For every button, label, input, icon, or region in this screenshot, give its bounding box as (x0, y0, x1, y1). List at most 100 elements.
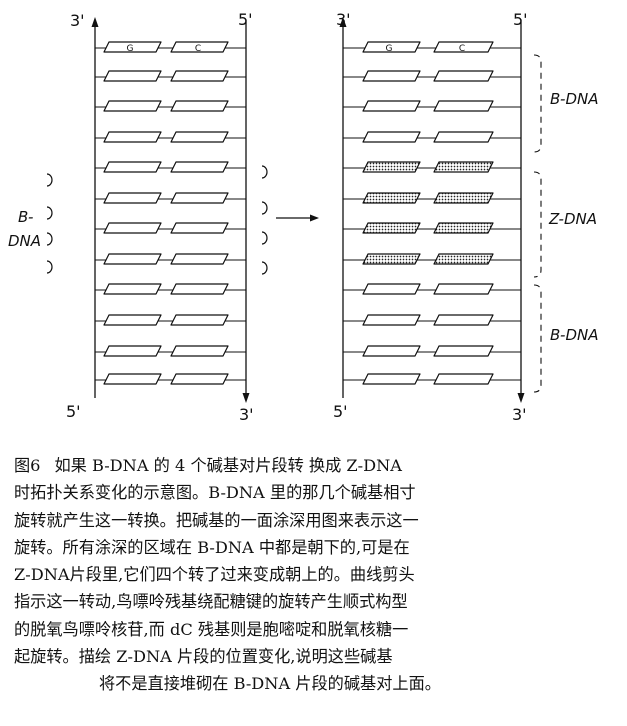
base-pair (95, 283, 246, 295)
bracket-lower (533, 284, 542, 393)
label-bottom-left: 5' (333, 402, 348, 421)
base-letter-g: G (386, 44, 393, 54)
label-bottom-right: 3' (512, 405, 527, 424)
base-right (433, 253, 494, 265)
base-right (170, 345, 229, 357)
base-right (170, 253, 229, 265)
caption-line: 指示这一转动,鸟嘌呤残基绕配糖键的旋转产生顺式构型 (14, 592, 408, 612)
base-left (362, 314, 421, 326)
base-pair (95, 345, 246, 357)
base-right (170, 161, 229, 173)
caption-line: 旋转就产生这一转换。把碱基的一面涂深用图来表示这一 (14, 510, 419, 530)
label-bottom-left: 5' (66, 402, 81, 421)
rotation-arrow-icon (261, 201, 268, 215)
base-pair (95, 222, 246, 234)
base-left (103, 314, 162, 326)
base-pair (95, 100, 246, 112)
strand-arrow-up (339, 17, 347, 27)
base-pair (343, 222, 521, 234)
base-right (170, 283, 229, 295)
base-right (170, 100, 229, 112)
caption-line: 的脱氧鸟嘌呤核苷,而 dC 残基则是胞嘧啶和脱氧核糖一 (14, 619, 409, 639)
base-left (362, 222, 421, 234)
base-left (103, 345, 162, 357)
base-pair (343, 161, 521, 173)
figure-number: 图6 (14, 456, 41, 475)
base-right (170, 131, 229, 143)
caption-line: 旋转。所有涂深的区域在 B-DNA 中都是朝下的,可是在 (14, 537, 410, 557)
base-pair (95, 314, 246, 326)
base-right (433, 222, 494, 234)
base-left (362, 192, 421, 204)
caption-line: 起旋转。描绘 Z-DNA 片段的位置变化,说明这些碱基 (14, 647, 393, 667)
base-pair (95, 253, 246, 265)
base-letter-g: G (127, 44, 134, 54)
base-left (103, 373, 162, 385)
base-pair (95, 161, 246, 173)
base-pair (343, 70, 521, 82)
base-left (362, 131, 421, 143)
base-pair (343, 192, 521, 204)
base-right (433, 100, 494, 112)
rotation-arrow-icon (261, 231, 268, 245)
base-left (362, 161, 421, 173)
rotation-arrow-icon (46, 173, 53, 187)
base-left (103, 222, 162, 234)
side-label-dna: DNA (8, 232, 41, 250)
region-brackets (533, 54, 542, 393)
base-left (362, 373, 421, 385)
base-right (433, 161, 494, 173)
base-pair (343, 373, 521, 385)
base-left (103, 131, 162, 143)
base-left (362, 253, 421, 265)
base-right (433, 345, 494, 357)
region-label-middle: Z-DNA (548, 210, 597, 228)
base-left (103, 100, 162, 112)
label-top-right: 5' (513, 10, 528, 29)
base-left (362, 41, 421, 53)
base-left (103, 70, 162, 82)
caption-line: 将不是直接堆砌在 B-DNA 片段的碱基对上面。 (99, 674, 441, 694)
arrow-right-icon (310, 214, 319, 222)
rotation-arrow-icon (261, 165, 268, 179)
base-right (170, 70, 229, 82)
base-pair (95, 373, 246, 385)
base-pair (343, 345, 521, 357)
base-right (170, 192, 229, 204)
bracket-middle (533, 171, 542, 278)
bracket-upper (533, 54, 542, 153)
base-right (433, 41, 494, 53)
base-left (362, 283, 421, 295)
base-right (433, 283, 494, 295)
base-right (433, 373, 494, 385)
strand-arrow-down (517, 393, 525, 403)
base-pair (95, 70, 246, 82)
label-top-right: 5' (238, 10, 253, 29)
region-label-upper: B-DNA (550, 90, 598, 108)
base-pair (343, 314, 521, 326)
base-right (433, 314, 494, 326)
base-left (103, 283, 162, 295)
strand-arrow-up (91, 17, 99, 27)
rotation-arrows (46, 165, 268, 275)
base-pair (343, 100, 521, 112)
base-right (170, 41, 229, 53)
base-right (170, 222, 229, 234)
label-top-left: 3' (70, 11, 85, 30)
base-left (103, 41, 162, 53)
label-bottom-right: 3' (239, 405, 254, 424)
label-top-left: 3' (336, 10, 351, 29)
rotation-arrow-icon (46, 206, 53, 220)
rotation-arrow-icon (261, 261, 268, 275)
region-label-lower: B-DNA (550, 326, 598, 344)
rotation-arrow-icon (46, 232, 53, 246)
base-left (103, 192, 162, 204)
base-left (103, 253, 162, 265)
base-right (170, 314, 229, 326)
